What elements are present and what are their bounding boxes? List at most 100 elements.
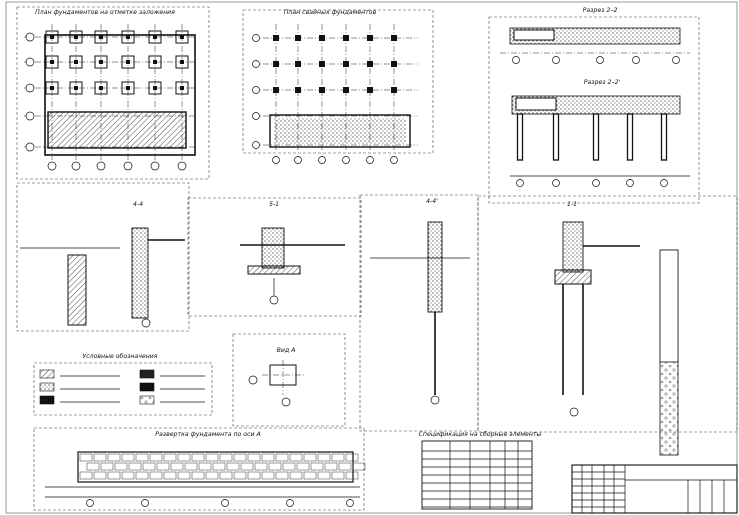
wall-block (303, 453, 317, 462)
wall-block (261, 453, 275, 462)
footing-pad (121, 55, 135, 69)
wall-block (177, 471, 191, 480)
axis-bubble (96, 161, 106, 171)
wall-block (289, 453, 303, 462)
pile-mark (343, 61, 349, 67)
pile-mark (391, 87, 397, 93)
column-mark (180, 86, 184, 90)
wall-block (317, 453, 331, 462)
panel-view-a: Вид А (232, 333, 346, 427)
column-mark (180, 35, 184, 39)
axis-bubble (272, 156, 280, 164)
wall-block (100, 462, 114, 471)
wall-block (205, 453, 219, 462)
title-development: Развертка фундамента по оси А (155, 431, 260, 438)
footing-pad (121, 30, 135, 44)
wall-block (198, 462, 212, 471)
wall-block (191, 453, 205, 462)
wall-block (317, 471, 331, 480)
wall-block (135, 471, 149, 480)
column-mark (153, 60, 157, 64)
legend-swatch (139, 395, 155, 405)
legend-swatch (139, 369, 155, 379)
axis-bubble (47, 161, 57, 171)
wall-block (268, 462, 282, 471)
title-block (571, 464, 738, 514)
axis-bubble (25, 32, 35, 42)
panel-node-1-1: 1-1 (477, 195, 738, 456)
panel-sections-2-2: Разрез 2–2 Разрез 2–2' (488, 7, 700, 204)
column-mark (126, 35, 130, 39)
wall-block (219, 453, 233, 462)
axis-bubble (294, 156, 302, 164)
footing-pad (45, 55, 59, 69)
panel-legend: Условные обозначения (33, 352, 213, 416)
panel-node-4-4: 4-4 (16, 182, 190, 332)
column-mark (180, 60, 184, 64)
column-mark (126, 60, 130, 64)
panel-pile-plan: План свайных фундаментов (242, 9, 434, 164)
axis-bubble (318, 156, 326, 164)
legend-swatch (139, 382, 155, 392)
axis-bubble (252, 34, 260, 42)
wall-block (310, 462, 324, 471)
sheet-border (5, 1, 738, 514)
axis-bubble (672, 56, 680, 64)
axis-bubble (390, 156, 398, 164)
title-pile-plan: План свайных фундаментов (284, 9, 377, 16)
footing-pad (45, 30, 59, 44)
axis-bubble (25, 57, 35, 67)
axis-bubble (86, 499, 94, 507)
footing-pad (94, 81, 108, 95)
column-mark (99, 60, 103, 64)
axis-bubble (632, 56, 640, 64)
axis-bubble (71, 161, 81, 171)
wall-block (247, 453, 261, 462)
footing-pad (69, 55, 83, 69)
axis-bubble (25, 111, 35, 121)
wall-block (331, 471, 345, 480)
pile-mark (273, 87, 279, 93)
wall-block (156, 462, 170, 471)
pile-mark (343, 87, 349, 93)
wall-block (212, 462, 226, 471)
pile-mark (295, 35, 301, 41)
wall-block (191, 471, 205, 480)
pile (660, 113, 668, 161)
axis-bubble (252, 112, 260, 120)
footing-pad (175, 55, 189, 69)
footing-pad (175, 30, 189, 44)
axis-bubble (221, 499, 229, 507)
axis-bubble (177, 161, 187, 171)
wall-block (289, 471, 303, 480)
wall-block (296, 462, 310, 471)
pile-mark (319, 61, 325, 67)
column-mark (153, 86, 157, 90)
title-node-4-4-prime: 4-4' (426, 198, 438, 205)
wall-block (128, 462, 142, 471)
wall-block (345, 471, 359, 480)
pile-mark (319, 35, 325, 41)
wall-block (275, 453, 289, 462)
axis-bubble (660, 179, 668, 187)
wall-block (226, 462, 240, 471)
footing-pad (148, 30, 162, 44)
pile-mark (295, 61, 301, 67)
column-mark (74, 86, 78, 90)
column-mark (50, 35, 54, 39)
pile (516, 113, 524, 161)
axis-bubble (342, 156, 350, 164)
wall-block (107, 471, 121, 480)
axis-bubble (25, 142, 35, 152)
wall-block (240, 462, 254, 471)
wall-block (219, 471, 233, 480)
axis-bubble (141, 499, 149, 507)
wall-block (149, 453, 163, 462)
pile-mark (295, 87, 301, 93)
panel-foundation-plan: План фундаментов на отметке заложения (16, 6, 210, 180)
wall-block (93, 471, 107, 480)
pile-mark (367, 61, 373, 67)
panel-specification: Спецификация на сборные элементы (419, 430, 541, 510)
wall-block (275, 471, 289, 480)
